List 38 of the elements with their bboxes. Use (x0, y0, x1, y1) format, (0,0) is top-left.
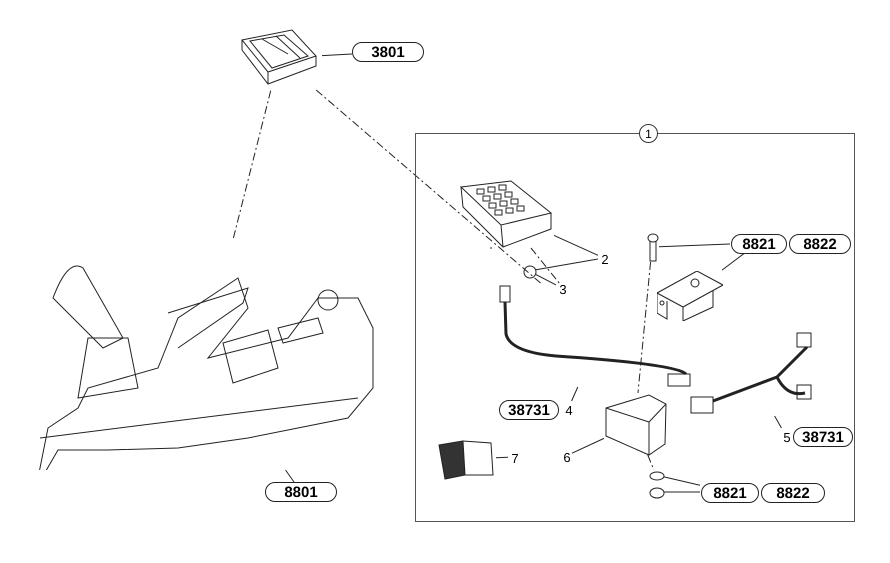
callout-number: 2 (599, 251, 611, 267)
part-number-label: 8801 (265, 482, 337, 502)
callout-number: 4 (563, 402, 575, 418)
leader-line (647, 454, 654, 470)
part-number-label: 8821 (701, 483, 759, 503)
part-number-label: 8821 (731, 234, 787, 254)
leader-line (232, 90, 272, 238)
leader-line (530, 248, 560, 284)
leader-line (322, 53, 352, 56)
leader-line (536, 258, 598, 270)
bracket-drawing (657, 271, 723, 321)
callout-number: 5 (781, 429, 793, 445)
nut-drawing (523, 265, 537, 279)
screw-drawing (646, 233, 660, 263)
leader-line (722, 252, 746, 271)
callout-number: 6 (561, 449, 573, 465)
leader-line (637, 262, 652, 394)
washer-drawing (649, 471, 665, 481)
part-number-label: 38731 (499, 400, 559, 420)
part-number-label: 3801 (352, 42, 424, 62)
leader-line (554, 234, 598, 256)
leader-line (316, 90, 542, 284)
leader-line (664, 476, 700, 486)
callout-number: 3 (557, 281, 569, 297)
leader-line (572, 438, 604, 454)
leader-line (774, 416, 782, 428)
part-number-label: 38731 (793, 427, 853, 447)
nut-drawing (649, 487, 665, 499)
part-number-label: 8822 (761, 483, 825, 503)
callout-number: 7 (509, 450, 521, 466)
leader-line (285, 470, 294, 482)
leader-line (536, 274, 556, 286)
leader-line (496, 456, 508, 458)
leader-line (571, 386, 578, 402)
callout-number: 1 (639, 124, 658, 143)
leader-line (658, 244, 730, 248)
control-unit-drawing (605, 394, 667, 456)
part-number-label: 8822 (789, 234, 851, 254)
